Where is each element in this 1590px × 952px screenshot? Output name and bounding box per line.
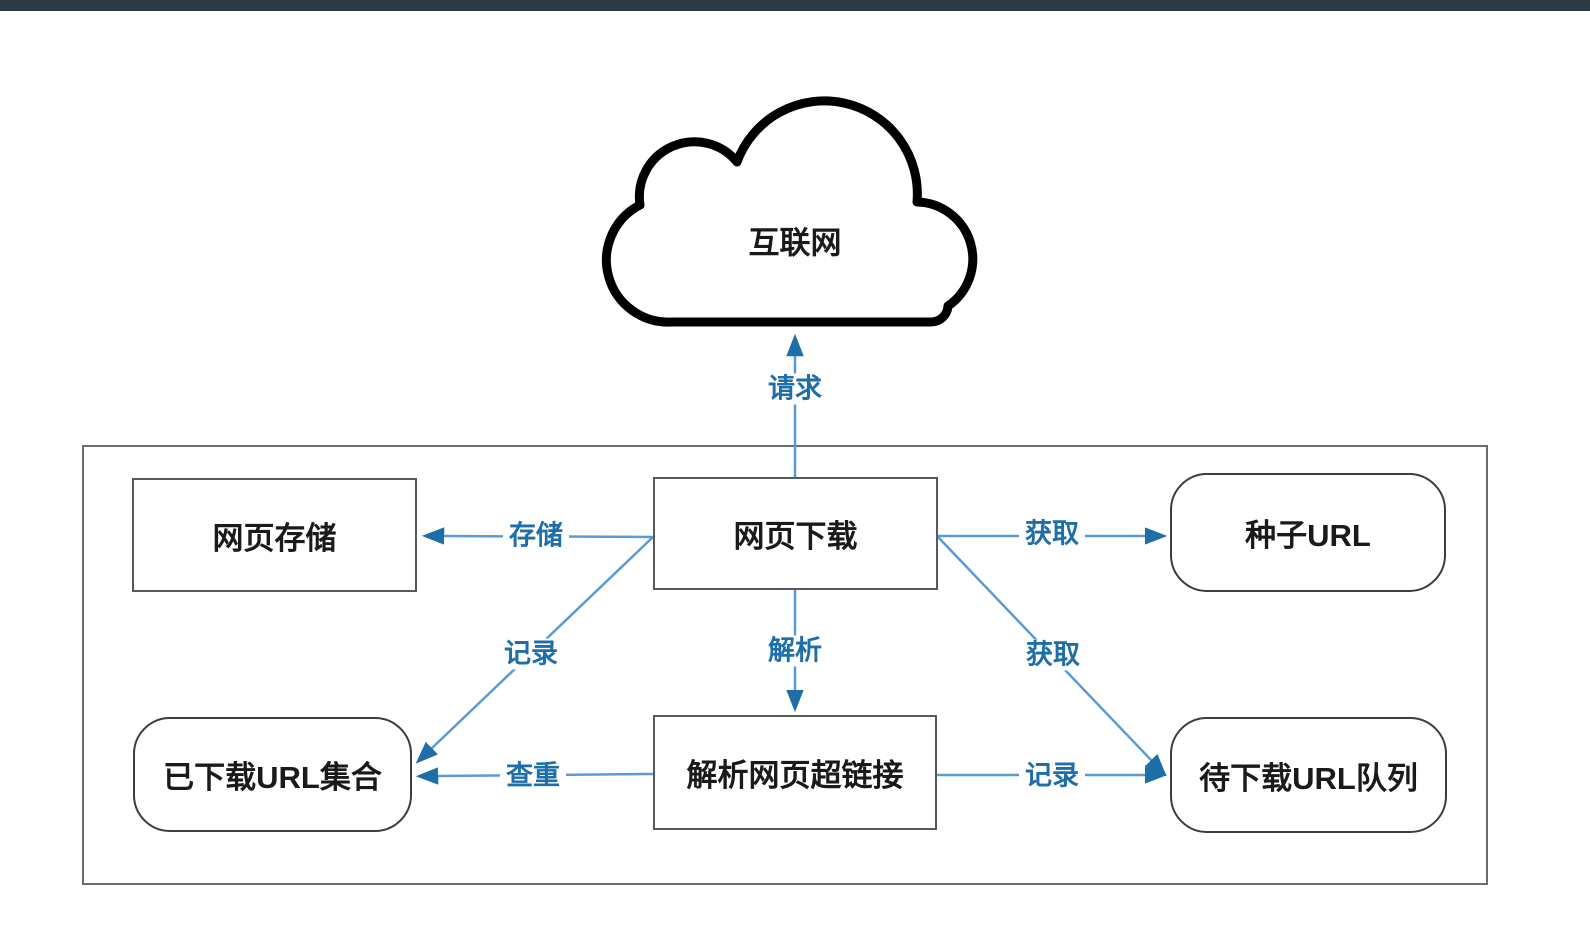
node-pending-url-queue: 待下载URL队列 xyxy=(1170,717,1447,833)
crawler-container-box xyxy=(82,445,1488,885)
node-downloaded-url-set: 已下载URL集合 xyxy=(133,717,412,832)
edge-record-queue-label: 记录 xyxy=(1019,760,1085,792)
internet-cloud-icon xyxy=(601,96,978,327)
edge-dedup-label: 查重 xyxy=(500,760,566,792)
node-web-download-label: 网页下载 xyxy=(733,519,858,554)
edge-fetch-seed-label: 获取 xyxy=(1019,518,1085,550)
edge-parse-label: 解析 xyxy=(762,635,828,667)
edge-record-downloaded-label: 记录 xyxy=(498,638,564,670)
node-seed-url-label: 种子URL xyxy=(1245,518,1371,553)
top-window-bar xyxy=(0,0,1590,11)
node-parse-hyperlinks: 解析网页超链接 xyxy=(653,715,937,830)
internet-cloud-label: 互联网 xyxy=(748,225,842,261)
edge-request-label: 请求 xyxy=(762,373,828,405)
node-parse-hyperlinks-label: 解析网页超链接 xyxy=(686,758,904,793)
edge-store-label: 存储 xyxy=(503,520,569,552)
node-downloaded-url-set-label: 已下载URL集合 xyxy=(163,760,382,795)
node-web-storage-label: 网页存储 xyxy=(212,520,337,556)
edge-fetch-queue-label: 获取 xyxy=(1020,639,1086,671)
node-seed-url: 种子URL xyxy=(1170,473,1446,592)
node-web-download: 网页下载 xyxy=(653,477,938,590)
node-pending-url-queue-label: 待下载URL队列 xyxy=(1199,760,1418,796)
node-web-storage: 网页存储 xyxy=(132,478,417,592)
